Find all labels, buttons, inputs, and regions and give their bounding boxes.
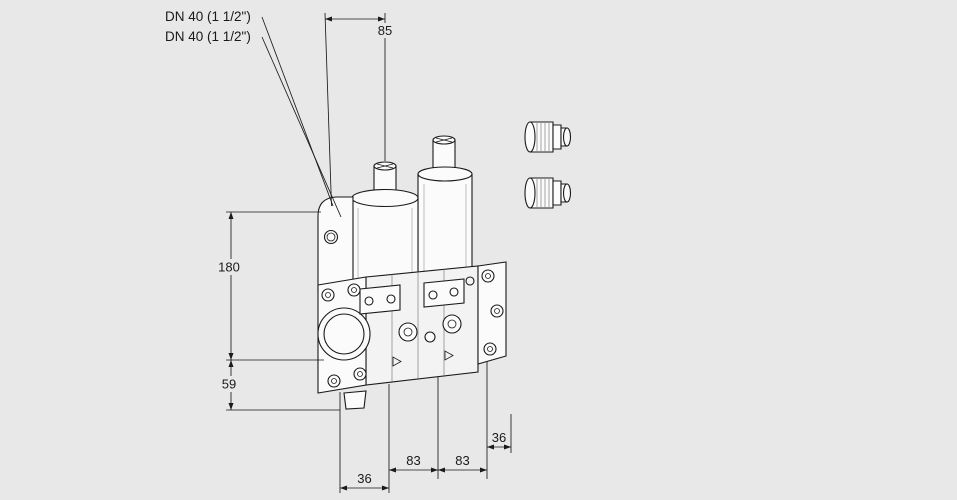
bolt-circle [483, 342, 497, 356]
bolt-circle [490, 304, 504, 318]
arrowhead [431, 467, 438, 473]
port-circle-inner [447, 319, 457, 329]
dimension-value-83-right: 83 [455, 453, 469, 468]
solenoid-left-cap-cross [376, 163, 394, 169]
bolt-circle [347, 283, 361, 297]
arrowhead [228, 403, 234, 410]
mounting-bracket [317, 196, 354, 293]
solenoid-right-shading [423, 184, 467, 276]
terminal-box-left-outline [359, 284, 401, 315]
arrowhead [487, 444, 494, 450]
extension-line [324, 12, 332, 207]
solenoid-left-shading [357, 208, 413, 282]
bracket-hole [323, 229, 339, 245]
dimension-text-mask [215, 259, 244, 275]
arrowhead [228, 360, 234, 367]
arrowhead [228, 212, 234, 219]
inlet-port-thread [323, 313, 365, 355]
bolt-circle-inner [357, 371, 363, 377]
arrowhead [325, 16, 332, 22]
bracket-hole-inner [326, 232, 336, 242]
terminal-screw [386, 294, 396, 304]
bottom-plug [343, 390, 367, 410]
dimension-value-180: 180 [218, 260, 240, 275]
port-circle-inner [403, 327, 413, 337]
dimension-text-mask [374, 23, 396, 38]
arrowhead [438, 467, 445, 473]
dimension-value-85: 85 [378, 23, 392, 38]
dimension-59: 59 [217, 360, 340, 411]
dn-label-1: DN 40 (1 1/2") [165, 9, 251, 24]
valve-body [317, 261, 507, 410]
arrowhead [389, 467, 396, 473]
dimension-180: 180 [215, 211, 324, 361]
arrowhead [228, 353, 234, 360]
dn-leader-line-1 [261, 16, 334, 207]
dimension-85: 85 [324, 12, 396, 207]
arrowhead [340, 485, 347, 491]
dn-labels: DN 40 (1 1/2") DN 40 (1 1/2") [165, 9, 342, 218]
terminal-screw [364, 296, 374, 306]
terminal-screw [428, 290, 438, 300]
dimension-36-right: 36 [487, 430, 511, 450]
dimension-36-left: 36 [340, 471, 389, 491]
flange-bolts [321, 269, 504, 388]
inlet-port [317, 307, 371, 361]
solenoid-right-cap-cross [435, 137, 453, 143]
bolt-circle-inner [485, 273, 491, 279]
terminal-box-right-outline [423, 278, 465, 308]
dimension-value-59: 59 [222, 377, 236, 392]
solenoid-left [351, 161, 419, 287]
dn-leader-line-2 [261, 36, 342, 218]
body-ports [398, 276, 475, 343]
bolt-circle [327, 374, 341, 388]
bolt-circle [321, 288, 335, 302]
bracket-plate [317, 196, 354, 293]
port-circle [398, 322, 418, 342]
fitting-top [524, 121, 572, 153]
bolt-circle-inner [351, 287, 357, 293]
solenoid-right [417, 135, 473, 283]
arrowhead [378, 16, 385, 22]
inlet-port-outer [317, 307, 371, 361]
bolt-circle-inner [494, 308, 500, 314]
flow-arrow-icon [392, 356, 402, 367]
fitting-step [552, 124, 562, 150]
dimension-83-left: 83 [389, 453, 438, 473]
terminal-box-right [423, 278, 465, 308]
bolt-circle-inner [331, 378, 337, 384]
bolt-circle-inner [487, 346, 493, 352]
solenoid-left-coil-top [351, 188, 419, 208]
port-circle-small [424, 331, 436, 343]
fitting-knurl-lines [536, 123, 550, 151]
arrowhead [480, 467, 487, 473]
flow-direction-marks [392, 350, 454, 367]
solenoid-right-coil-top [417, 166, 473, 182]
dimension-value-36-right: 36 [492, 430, 506, 445]
dimension-value-83-left: 83 [406, 453, 420, 468]
solenoid-right-coil [417, 173, 473, 283]
flow-arrow-icon [444, 350, 454, 361]
bolt-circle [481, 269, 495, 283]
dimension-value-36-left: 36 [357, 471, 371, 486]
dn-label-2: DN 40 (1 1/2") [165, 29, 251, 44]
bolt-circle-inner [325, 292, 331, 298]
fitting-shank-cap [562, 127, 572, 147]
terminal-box-left [359, 284, 401, 315]
fitting-end-cap [524, 121, 536, 153]
fitting-bottom [524, 177, 572, 209]
bolt-circle [353, 367, 367, 381]
arrowhead [382, 485, 389, 491]
dimension-83-right: 83 [438, 453, 487, 473]
bottom-dimensions: 36 83 83 36 [339, 362, 512, 493]
arrowhead [504, 444, 511, 450]
terminal-screw [449, 287, 459, 297]
port-circle [442, 314, 462, 334]
dimension-text-mask [217, 376, 241, 392]
port-circle-small [465, 276, 475, 286]
